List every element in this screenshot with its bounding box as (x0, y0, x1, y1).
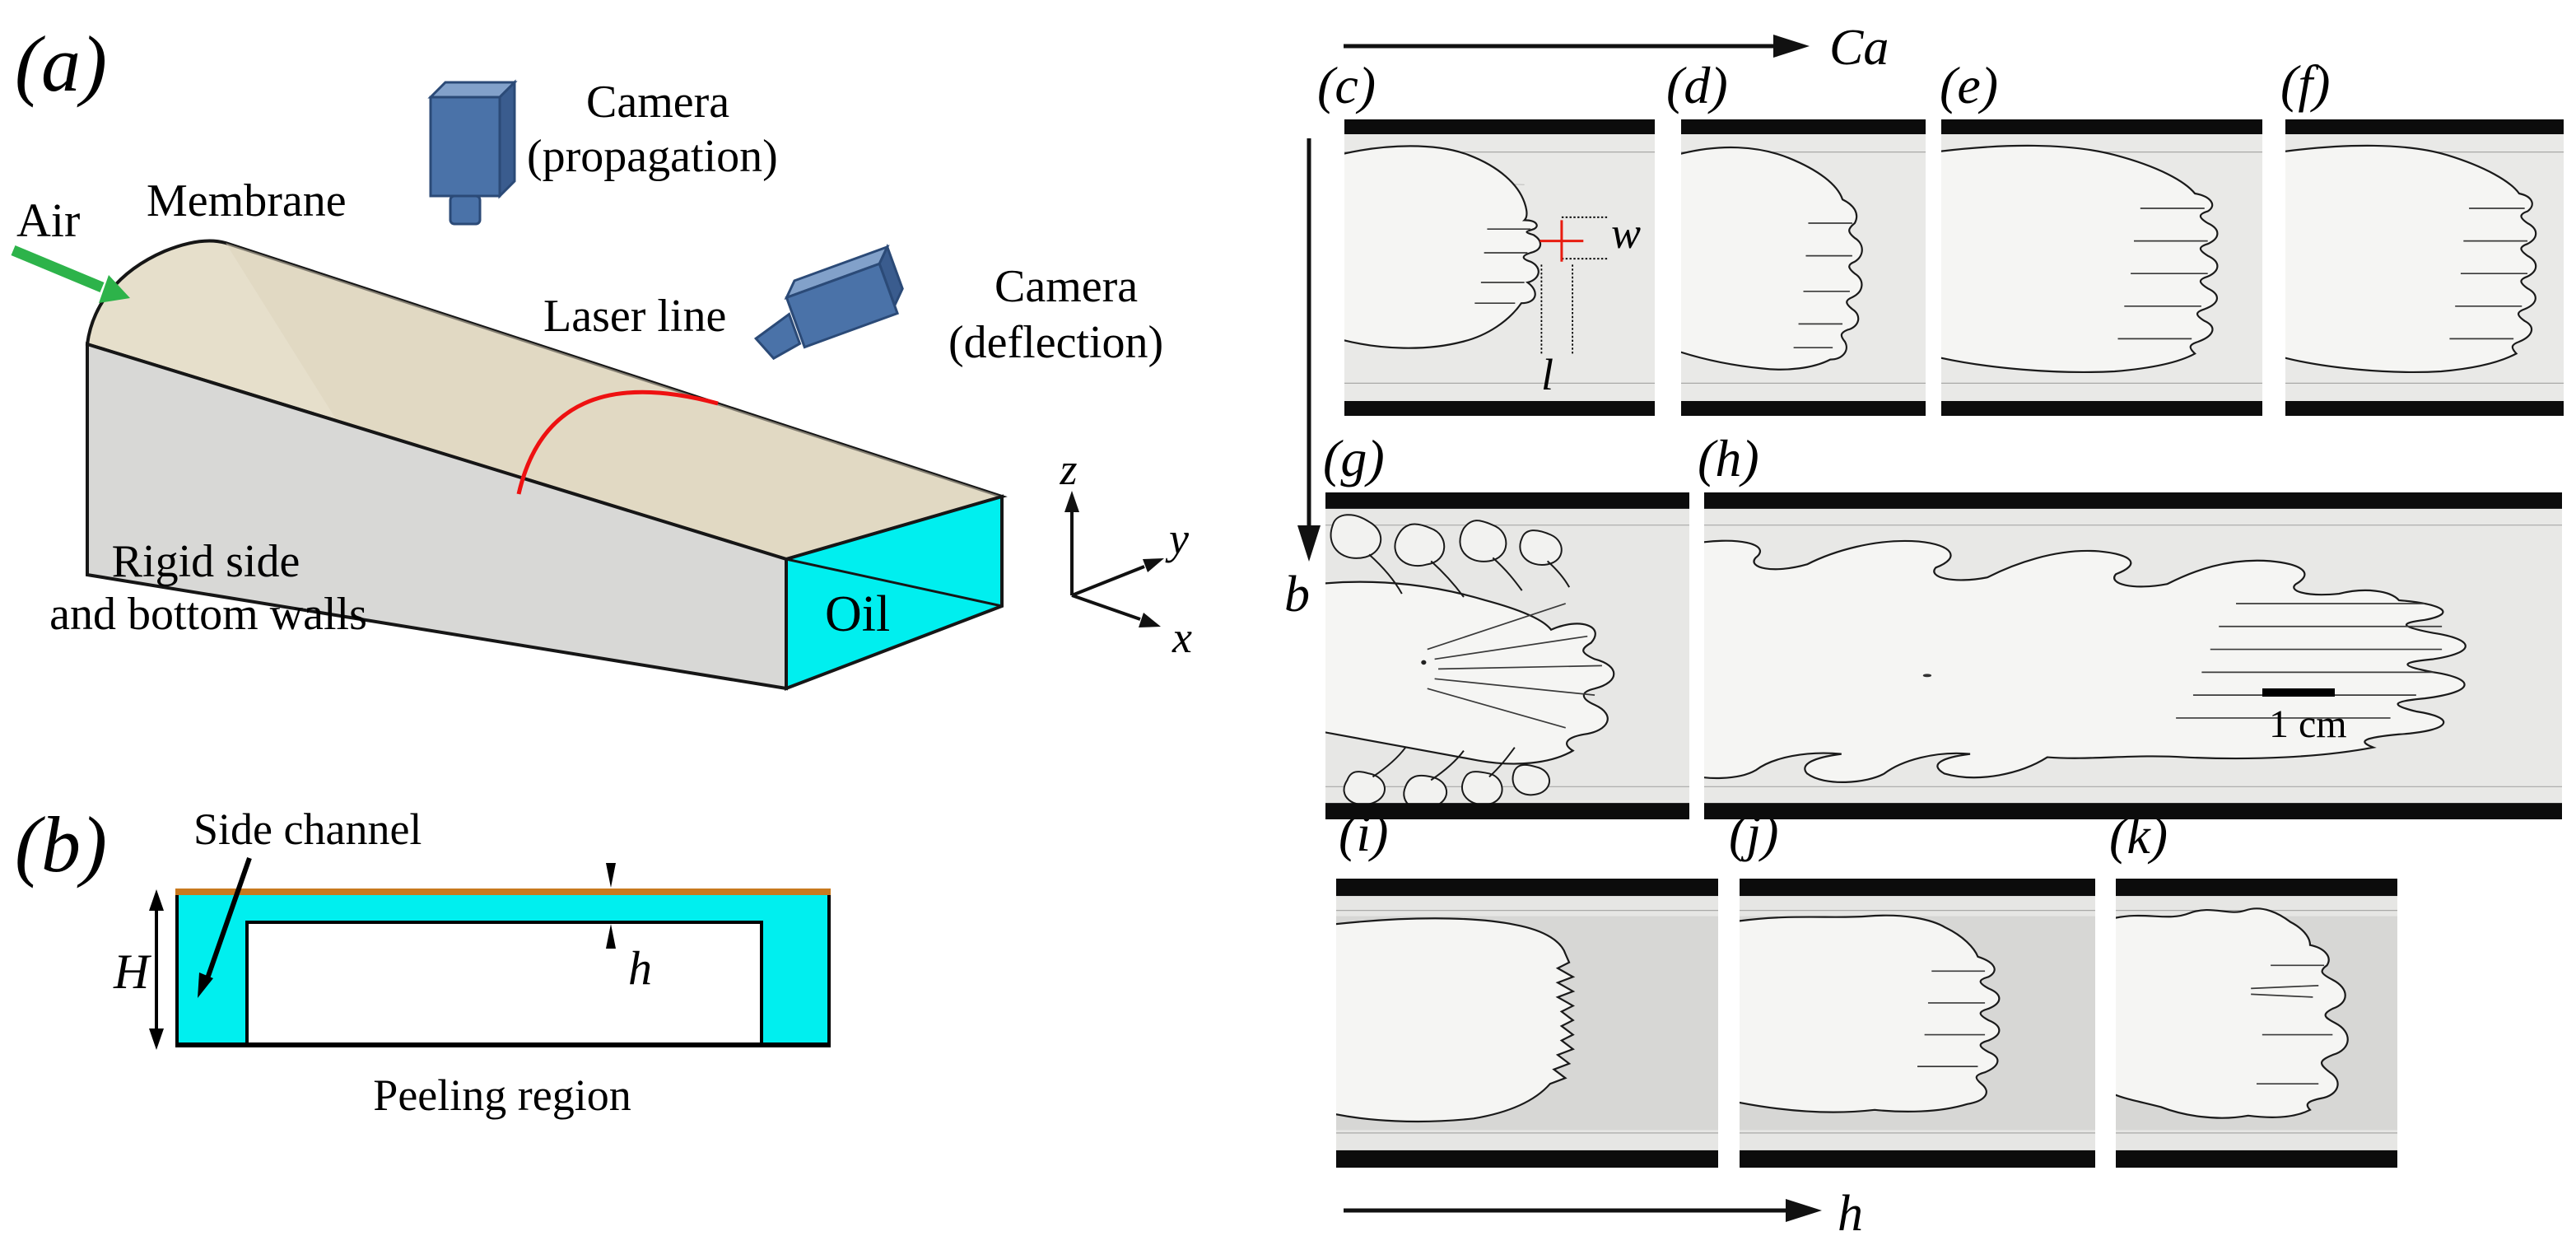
axis-z-label: z (1059, 445, 1077, 494)
h-axis-label: h (1838, 1186, 1863, 1236)
finger-tip-cross-marker (1540, 220, 1584, 261)
panel-c-label: (c) (1317, 56, 1377, 114)
panel-a-schematic: Air Membrane Camera (propagation) Laser … (11, 77, 1192, 691)
camera-propagation-label-1: Camera (586, 77, 729, 128)
panel-b-schematic: H h Side channel Peeling region (113, 805, 831, 1120)
axis-x-label: x (1172, 613, 1192, 662)
membrane-surface-shading (226, 243, 1002, 559)
experiment-panel-g (1325, 492, 1689, 819)
side-channel-label: Side channel (193, 805, 422, 854)
membrane-label: Membrane (147, 175, 347, 226)
laser-line-label: Laser line (543, 291, 726, 342)
gap-arrow-top (606, 863, 616, 888)
walls-label-1: Rigid side (112, 536, 300, 587)
camera-propagation-label-2: (propagation) (527, 131, 778, 182)
peeling-region-cavity (245, 921, 763, 1046)
experiment-panel-c (1344, 119, 1655, 416)
side-channel-pointer-head (198, 972, 213, 998)
camera-deflection-label-2: (deflection) (948, 317, 1163, 368)
experiment-panel-d (1681, 119, 1926, 416)
side-channel-oil (177, 895, 829, 1044)
panel-d-label: (d) (1666, 56, 1728, 114)
axis-x-arrow (1071, 594, 1141, 621)
finger-measurement-annotation (1540, 217, 1609, 354)
membrane-line (175, 889, 831, 895)
ca-axis-label: Ca (1829, 20, 1889, 76)
air-arrow-head (99, 275, 130, 303)
panel-g-label: (g) (1323, 429, 1385, 487)
panel-a-label: (a) (15, 20, 107, 108)
experiment-panel-i (1336, 879, 1718, 1168)
axis-y-arrow (1071, 565, 1145, 597)
laser-arc (516, 389, 719, 495)
air-label: Air (16, 194, 80, 247)
experiment-panel-h (1704, 492, 2562, 819)
experiment-panel-f (2285, 119, 2564, 416)
coordinate-axes (1064, 491, 1164, 627)
height-H-arrow (149, 889, 164, 1050)
b-axis-label: b (1284, 567, 1310, 623)
camera-deflection-icon (753, 243, 904, 361)
scale-bar (2262, 688, 2335, 697)
experiment-panel-e (1941, 119, 2262, 416)
camera-deflection-label-1: Camera (995, 261, 1138, 312)
panel-f-label: (f) (2280, 54, 2331, 113)
oil-label: Oil (825, 586, 890, 642)
camera-propagation-icon (427, 79, 518, 226)
walls-label-2: and bottom walls (49, 589, 367, 640)
air-arrow (11, 245, 105, 292)
panel-h-label: (h) (1698, 429, 1759, 487)
peeling-region-label: Peeling region (373, 1070, 631, 1120)
experiment-panel-j (1740, 879, 2095, 1168)
height-H-label: H (113, 944, 152, 999)
channel-inner-edge (785, 557, 1003, 608)
panel-b-label: (b) (15, 800, 107, 889)
axis-y-label: y (1165, 514, 1189, 563)
panel-e-label: (e) (1940, 56, 1999, 114)
gap-h-label: h (628, 941, 652, 995)
experiment-panel-k (2116, 879, 2397, 1168)
finger-length-label: l (1541, 350, 1554, 399)
gap-arrow-bottom (606, 924, 616, 949)
finger-width-label: w (1611, 208, 1642, 258)
scale-bar-label: 1 cm (2269, 702, 2347, 746)
side-channel-pointer (205, 857, 252, 979)
